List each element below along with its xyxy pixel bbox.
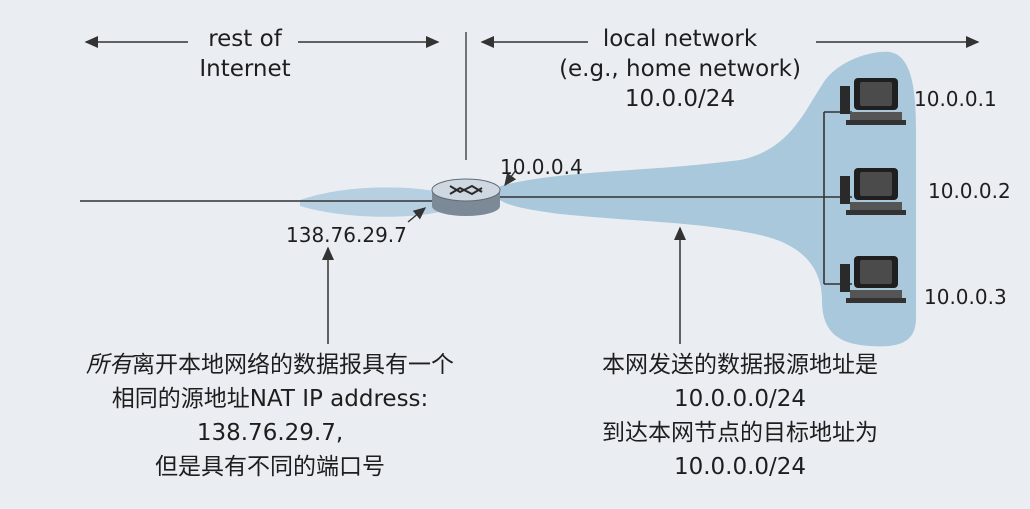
computer-icon — [840, 78, 906, 125]
router-wan-ip: 138.76.29.7 — [286, 223, 407, 247]
left-caption-line4: 但是具有不同的端口号 — [155, 454, 385, 480]
lan-ip-pointer — [504, 169, 517, 187]
right-caption: 本网发送的数据报源地址是 10.0.0.0/24 到达本网节点的目标地址为 10… — [540, 348, 940, 484]
left-caption-line1-rest: 离开本地网络的数据报具有一个 — [132, 352, 454, 378]
wan-link-highlight — [300, 187, 440, 217]
left-caption-line1: 所有离开本地网络的数据报具有一个 — [10, 348, 530, 382]
right-caption-line1: 本网发送的数据报源地址是 — [602, 352, 878, 378]
left-caption-italic: 所有 — [86, 352, 132, 378]
wan-ip-pointer — [407, 207, 427, 223]
right-caption-line2: 10.0.0.0/24 — [673, 386, 807, 412]
left-caption: 所有离开本地网络的数据报具有一个 相同的源地址NAT IP address: 1… — [10, 348, 530, 484]
right-caption-line4: 10.0.0.0/24 — [673, 454, 807, 480]
host-ip-3: 10.0.0.3 — [924, 285, 1007, 309]
local-network-subnet: 10.0.0/24 — [624, 86, 736, 112]
host-ip-2: 10.0.0.2 — [928, 179, 1011, 203]
local-network-line2: (e.g., home network) — [559, 56, 801, 82]
computer-icon — [840, 256, 906, 303]
right-caption-line3: 到达本网节点的目标地址为 — [602, 420, 878, 446]
computer-icon — [840, 168, 906, 215]
rest-of-internet-label: rest of Internet — [180, 24, 310, 84]
local-network-highlight — [500, 51, 916, 347]
rest-of-internet-line1: rest of — [208, 26, 282, 52]
router-icon — [431, 178, 501, 216]
local-network-line1: local network — [602, 26, 758, 52]
left-caption-line3: 138.76.29.7, — [196, 420, 344, 446]
left-caption-line2: 相同的源地址NAT IP address: — [111, 386, 429, 412]
host-ip-1: 10.0.0.1 — [914, 87, 997, 111]
router-lan-ip: 10.0.0.4 — [500, 155, 583, 179]
rest-of-internet-line2: Internet — [199, 56, 291, 82]
local-network-label: local network (e.g., home network) 10.0.… — [540, 24, 820, 114]
